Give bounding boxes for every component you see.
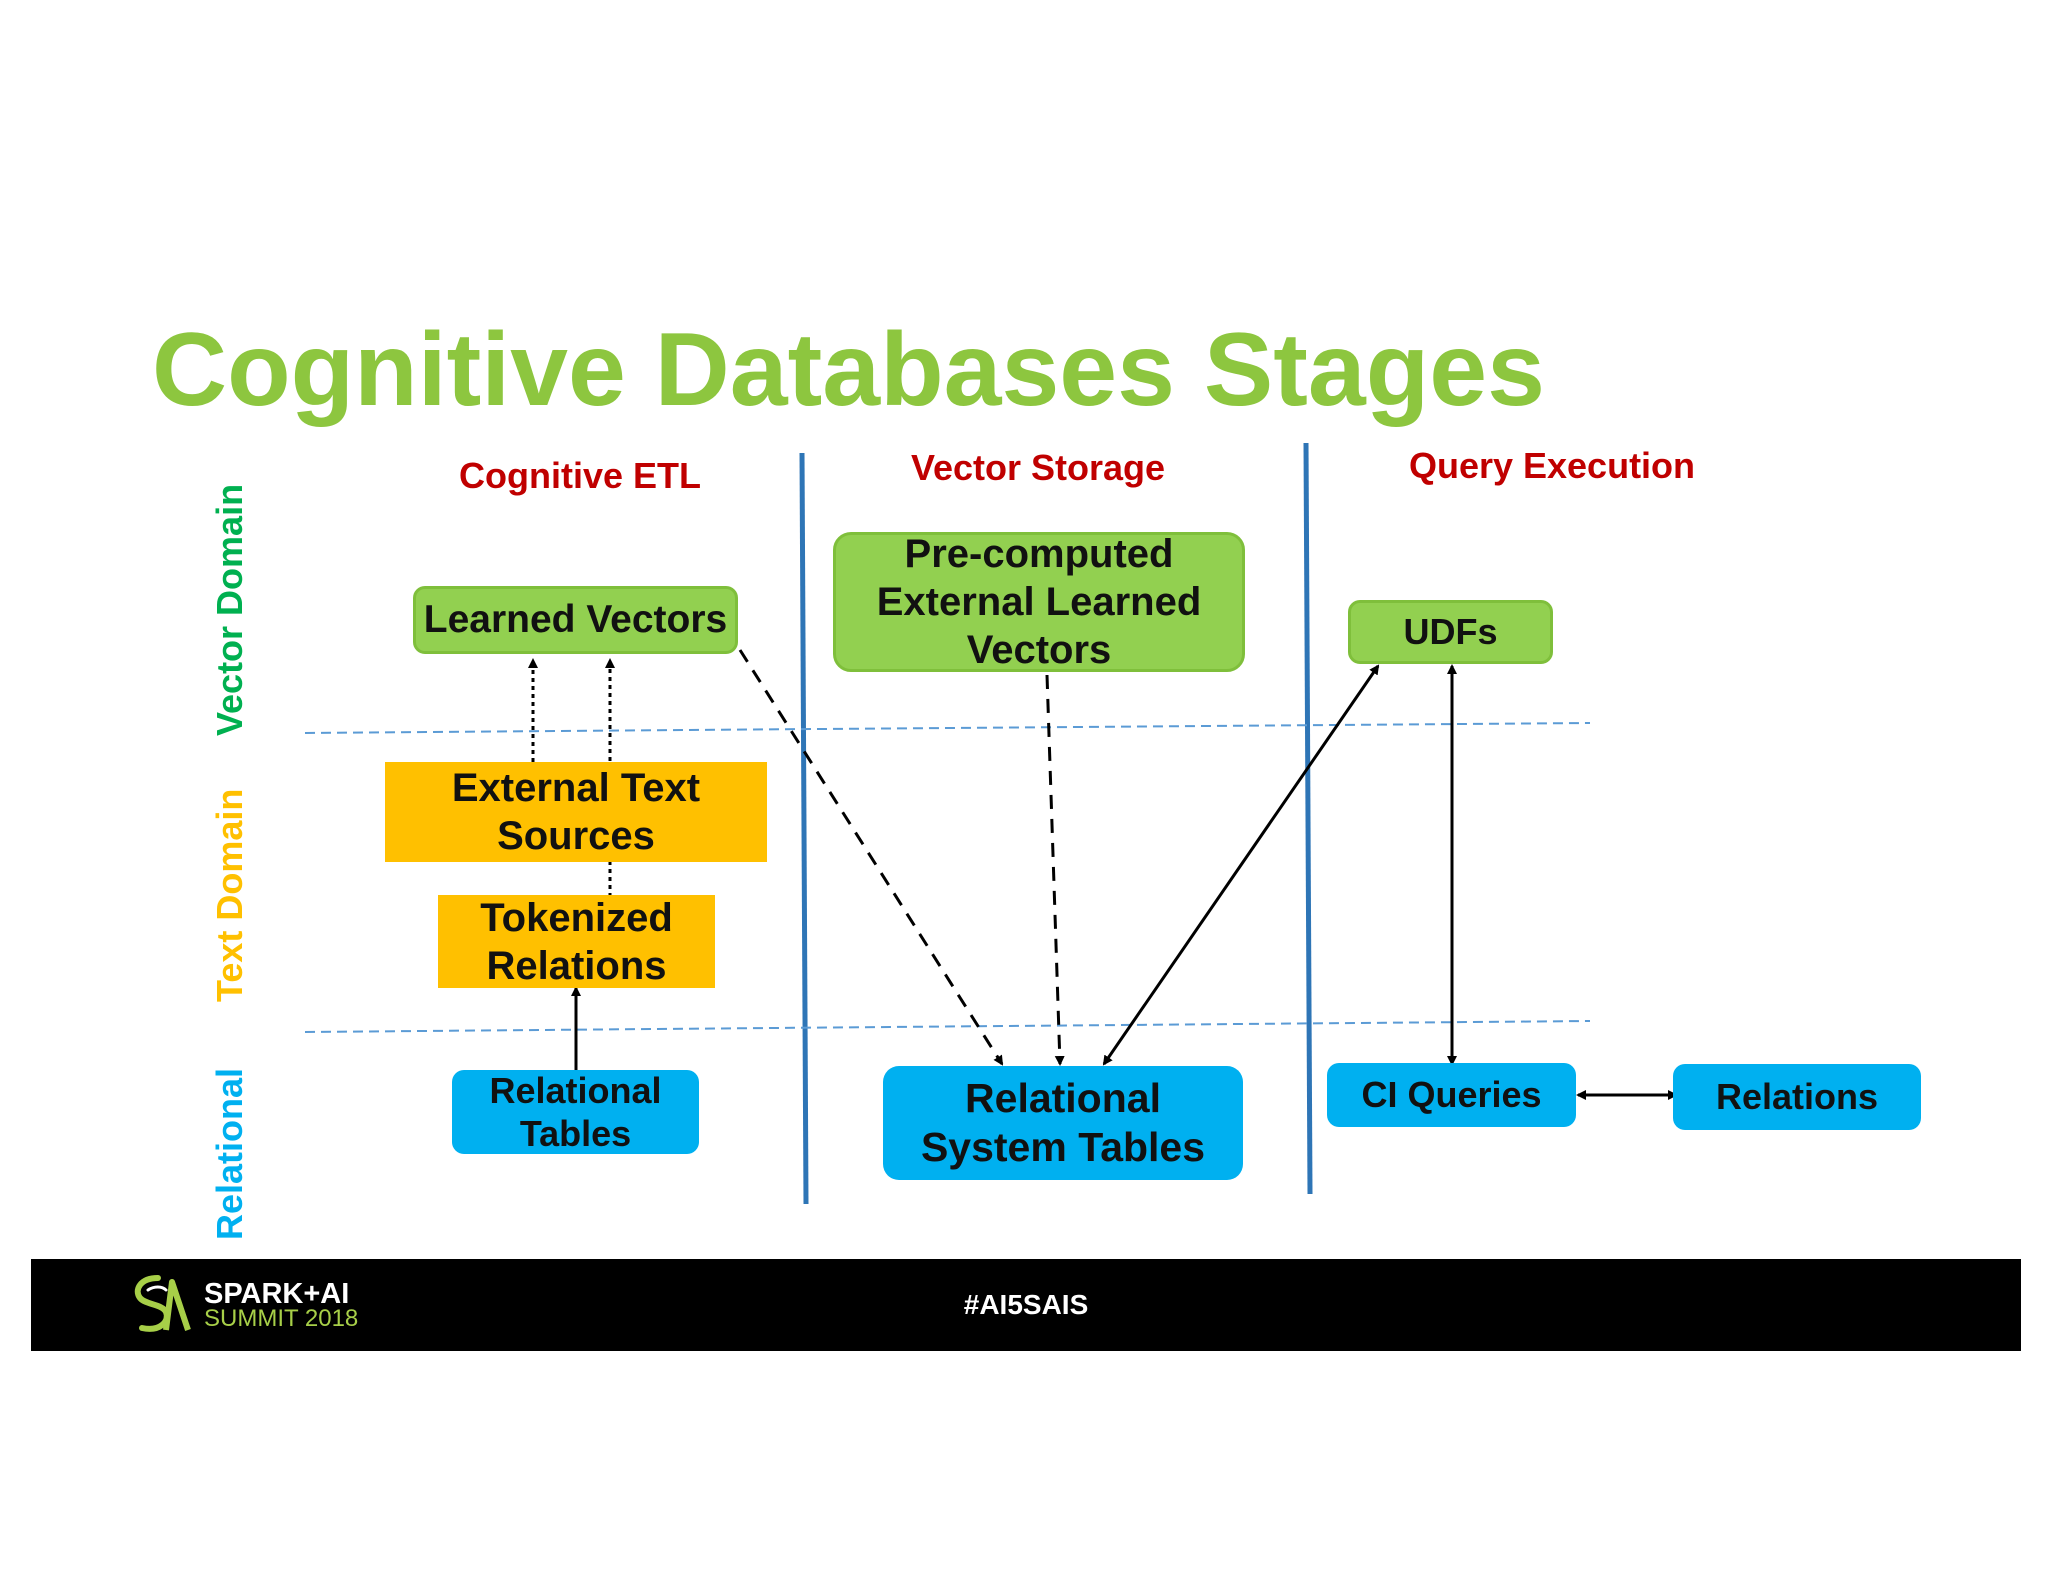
node-relations-label: Relations [1715,1076,1879,1118]
node-precomputed-line1: Pre-computed [904,532,1174,576]
stage-label-vector-storage: Vector Storage [910,447,1166,488]
node-relations: Relations [1673,1064,1921,1130]
node-tokenized-relations: Tokenized Relations [438,895,715,988]
node-external-text-sources: External Text Sources [385,762,767,862]
node-precomputed-vectors: Pre-computed External Learned Vectors [833,532,1245,672]
node-precomputed-line3: Vectors [966,628,1112,672]
node-tokenized-line2: Relations [486,943,667,988]
node-relational-system-tables: Relational System Tables [883,1066,1243,1180]
page-title: Cognitive Databases Stages [152,312,1545,428]
node-learned-vectors: Learned Vectors [413,586,738,654]
domain-divider-vector-text [304,722,1591,734]
node-precomputed-line2: External Learned [876,580,1202,624]
node-ci-queries: CI Queries [1327,1063,1576,1127]
stage-divider-1 [799,452,809,1205]
arrow-system-udfs [1102,664,1380,1066]
spark-ai-summit-logo-icon [134,1275,191,1332]
node-system-tables-line2: System Tables [920,1124,1206,1170]
node-external-text-line1: External Text [451,766,701,810]
node-relational-tables-line1: Relational [489,1069,662,1111]
footer-brand-line2: SUMMIT 2018 [204,1305,359,1332]
node-system-tables-line1: Relational [965,1074,1161,1121]
stage-label-cognitive-etl: Cognitive ETL [459,455,701,496]
node-learned-vectors-label: Learned Vectors [423,597,728,641]
footer-brand-line1: SPARK+AI [204,1278,350,1310]
arrow-learned-to-system [738,649,1004,1066]
node-relational-tables-line2: Tables [519,1113,632,1154]
stage-label-query-execution: Query Execution [1408,445,1696,486]
arrow-precomputed-to-system [1045,674,1065,1066]
stage-divider-2 [1303,442,1313,1195]
footer-bar: SPARK+AI SUMMIT 2018 #AI5SAIS [31,1259,2021,1351]
node-udfs-label: UDFs [1403,611,1498,653]
node-external-text-line2: Sources [497,814,655,858]
node-tokenized-line1: Tokenized [480,895,673,940]
footer-hashtag: #AI5SAIS [963,1289,1089,1320]
node-relational-tables: Relational Tables [452,1070,699,1154]
node-ci-queries-label: CI Queries [1361,1074,1542,1116]
domain-divider-text-relational [304,1020,1591,1033]
node-udfs: UDFs [1348,600,1553,664]
